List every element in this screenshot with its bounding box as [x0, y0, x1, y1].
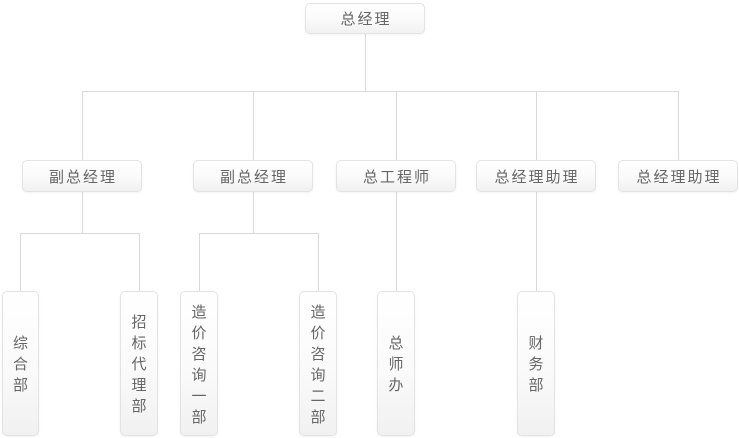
org-node-cost-consulting-dept-1: 造价咨询一部 — [180, 291, 218, 436]
org-node-label: 总师办 — [386, 335, 405, 398]
org-node-cost-consulting-dept-2: 造价咨询二部 — [299, 291, 337, 436]
connector-deputy-gm-1-bus — [20, 233, 140, 234]
connector-drop-gm-assistant-2 — [678, 91, 679, 160]
org-node-label: 总工程师 — [362, 167, 431, 186]
connector-deputy-gm-2-bus — [199, 233, 319, 234]
connector-drop-gm-assistant-1 — [536, 91, 537, 160]
connector-level2-bus — [82, 91, 679, 92]
connector-deputy-gm-2-stem — [253, 192, 254, 233]
connector-drop-chief-engineer — [396, 91, 397, 160]
connector-chief-engineer-office — [396, 192, 397, 291]
connector-deputy-gm-1-stem — [82, 192, 83, 233]
org-node-label: 总经理助理 — [636, 167, 722, 186]
org-node-chief-engineer-office: 总师办 — [377, 291, 415, 436]
org-node-label: 总经理 — [340, 10, 392, 28]
connector-drop-cost-consulting-1 — [199, 233, 200, 291]
org-node-label: 副总经理 — [48, 167, 117, 186]
connector-drop-general-office — [20, 233, 21, 291]
connector-finance-dept — [536, 192, 537, 291]
org-node-general-manager: 总经理 — [305, 3, 425, 34]
connector-root-stem — [365, 34, 366, 91]
org-node-finance-dept: 财务部 — [517, 291, 555, 436]
connector-drop-bidding-agency — [139, 233, 140, 291]
org-node-general-office: 综合部 — [2, 291, 39, 436]
org-node-label: 财务部 — [526, 335, 545, 398]
connector-drop-cost-consulting-2 — [318, 233, 319, 291]
org-node-label: 综合部 — [11, 335, 29, 398]
org-node-label: 造价咨询一部 — [189, 303, 208, 430]
org-node-deputy-general-manager-2: 副总经理 — [193, 160, 313, 192]
org-node-label: 总经理助理 — [494, 167, 580, 186]
org-node-bidding-agency-dept: 招标代理部 — [120, 291, 158, 436]
connector-drop-deputy-gm-2 — [253, 91, 254, 160]
connector-drop-deputy-gm-1 — [82, 91, 83, 160]
org-node-deputy-general-manager-1: 副总经理 — [22, 160, 142, 192]
org-node-label: 招标代理部 — [129, 314, 148, 419]
org-node-gm-assistant-1: 总经理助理 — [476, 160, 596, 192]
org-node-chief-engineer: 总工程师 — [336, 160, 456, 192]
org-node-gm-assistant-2: 总经理助理 — [618, 160, 738, 192]
org-node-label: 造价咨询二部 — [308, 303, 327, 430]
org-node-label: 副总经理 — [219, 167, 288, 186]
